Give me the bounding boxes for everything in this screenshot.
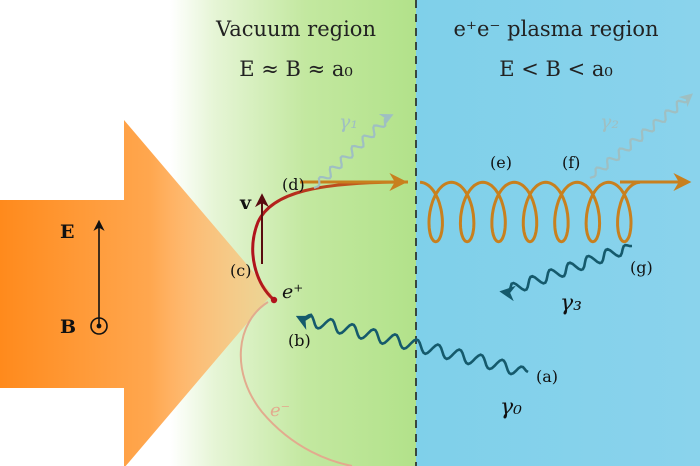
magnetic-field-out-of-page-icon [90,317,108,335]
plasma-region-condition: E < B < a₀ [499,57,613,81]
magnetic-field-label: B [60,316,76,338]
stage-label-d: (d) [282,175,305,194]
photon-gamma0-label: γ₀ [500,395,522,420]
vacuum-region-title: Vacuum region [215,17,376,41]
gyration-orbit [419,180,641,244]
positron-label: e⁺ [282,281,303,303]
photon-gamma1-label: γ₁ [339,111,358,133]
vacuum-region-condition: E ≈ B ≈ a₀ [239,57,353,81]
photon-gamma1-wave [313,113,394,189]
stage-label-a: (a) [536,367,558,386]
pair-creation-point [270,296,278,304]
stage-label-g: (g) [630,258,653,277]
electron-trajectory [239,301,353,466]
plasma-region-background [416,0,700,466]
photon-gamma3-label: γ₃ [560,291,582,316]
magnetic-field-dot [96,323,102,329]
electron-label: e⁻ [270,400,290,421]
velocity-label: v [239,192,252,214]
laser-pulse-arrow [0,120,272,466]
stage-label-f: (f) [562,153,580,172]
electric-field-label: E [60,221,74,243]
stage-label-b: (b) [288,331,311,350]
stage-label-c: (c) [230,261,251,280]
photon-gamma2-label: γ₂ [600,111,619,133]
photon-gamma3-wave [499,243,633,302]
photon-gamma2-wave [589,93,693,180]
plasma-region-title: e⁺e⁻ plasma region [453,17,658,41]
photon-gamma0-wave [295,313,529,376]
stage-label-e: (e) [490,153,512,172]
